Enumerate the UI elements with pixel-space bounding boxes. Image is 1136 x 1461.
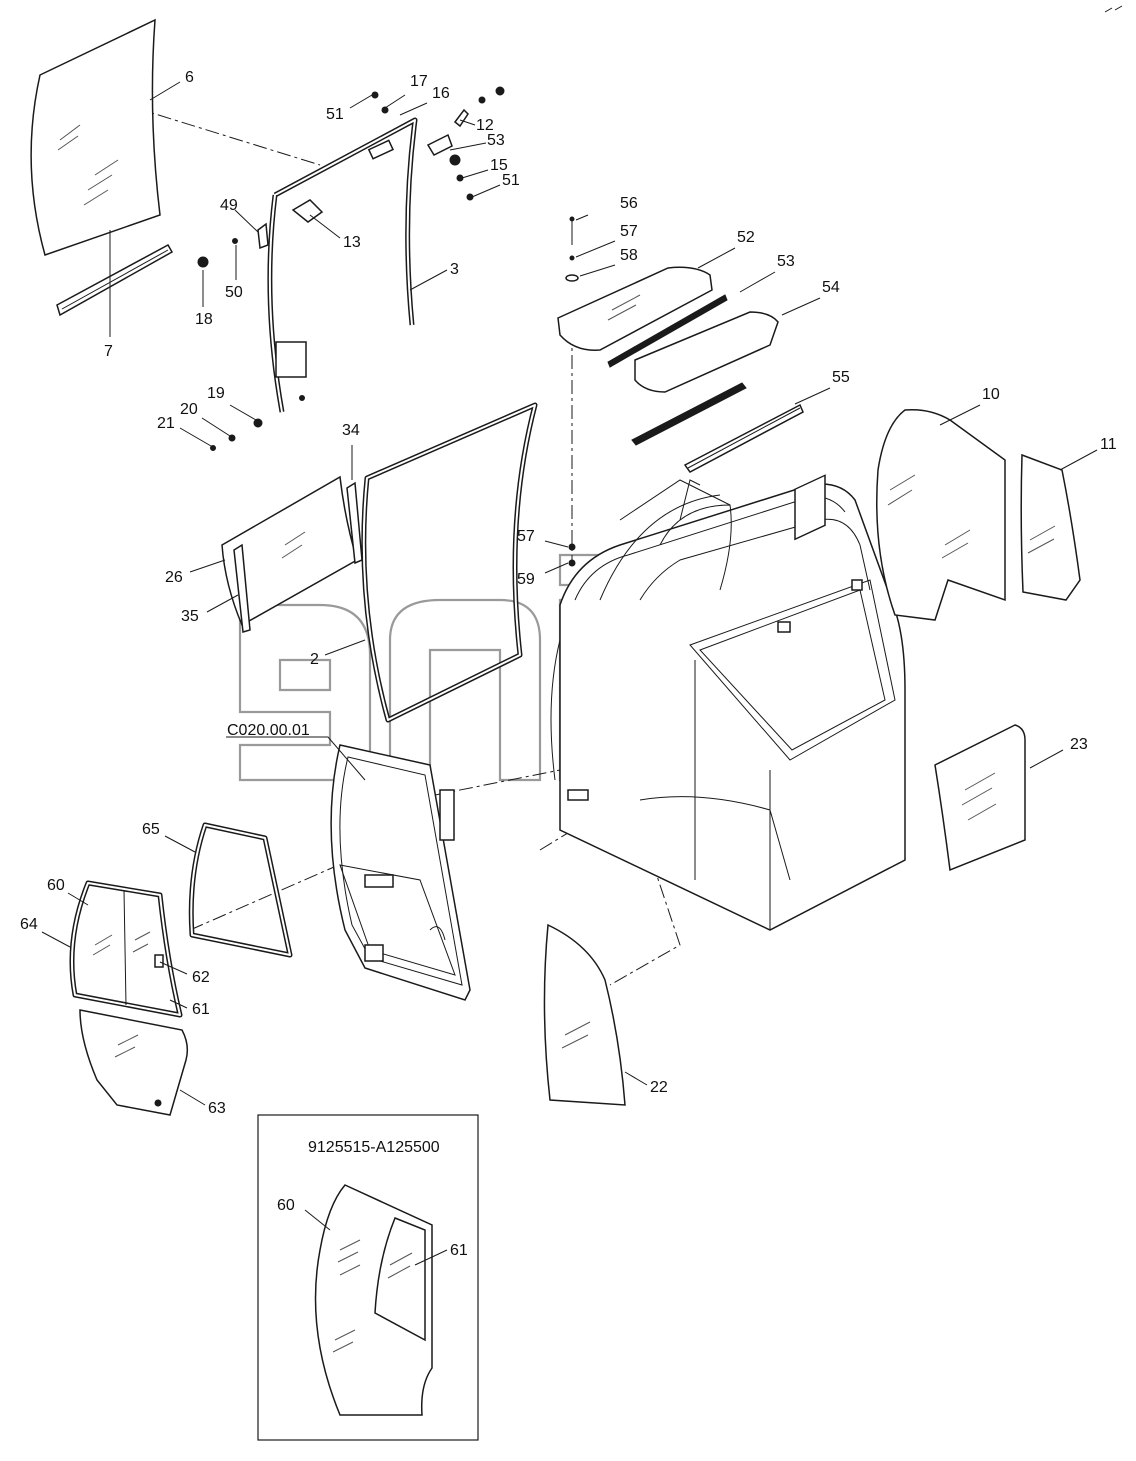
- part-63-lower-door-glass: [79, 1009, 189, 1116]
- label-part-49: 49: [220, 197, 238, 214]
- label-part-59: 59: [517, 571, 535, 588]
- part-23-rear-glass: [934, 724, 1026, 872]
- label-part-55: 55: [832, 369, 850, 386]
- label-part-21: 21: [157, 415, 175, 432]
- label-part-57-mid: 57: [517, 528, 535, 545]
- label-part-15: 15: [490, 157, 508, 174]
- part-53-roof-strip: [607, 294, 728, 368]
- hardware-left-bolts: [197, 238, 305, 451]
- label-part-51-top: 51: [326, 106, 344, 123]
- label-part-65: 65: [142, 821, 160, 838]
- label-part-22: 22: [650, 1079, 668, 1096]
- label-part-58: 58: [620, 247, 638, 264]
- label-part-61: 61: [192, 1001, 210, 1018]
- label-part-60: 60: [47, 877, 65, 894]
- label-part-17: 17: [410, 73, 428, 90]
- part-22-side-glass: [543, 923, 626, 1106]
- label-part-6: 6: [185, 69, 194, 86]
- part-3-front-frame: [257, 117, 418, 413]
- hardware-top-right: [371, 86, 505, 201]
- label-part-16: 16: [432, 85, 450, 102]
- label-part-57-top: 57: [620, 223, 638, 240]
- label-part-35: 35: [181, 608, 199, 625]
- label-part-51-right: 51: [502, 172, 520, 189]
- part-55-roof-seals: [631, 382, 804, 473]
- label-part-23: 23: [1070, 736, 1088, 753]
- door-frame-assembly: [330, 744, 471, 1001]
- inset-label-part-61: 61: [450, 1242, 468, 1259]
- part-10-side-glass: [876, 408, 1006, 621]
- label-part-20: 20: [180, 401, 198, 418]
- label-part-54: 54: [822, 279, 840, 296]
- label-part-3: 3: [450, 261, 459, 278]
- label-part-50: 50: [225, 284, 243, 301]
- roof-hardware-56-58: [565, 216, 579, 567]
- label-part-2: 2: [310, 651, 319, 668]
- label-part-52: 52: [737, 229, 755, 246]
- part-6-front-upper-glass: [30, 18, 161, 256]
- label-part-11: 11: [1100, 436, 1117, 453]
- inset-label-part-60: 60: [277, 1197, 295, 1214]
- label-part-63: 63: [208, 1100, 226, 1117]
- label-part-12: 12: [476, 117, 494, 134]
- label-part-13: 13: [343, 234, 361, 251]
- inset-serial-range: 9125515-A125500: [308, 1139, 440, 1156]
- leader-lines: [41, 81, 1098, 1106]
- part-52-roof-glass: [557, 266, 713, 351]
- label-part-53-top: 53: [487, 132, 505, 149]
- label-part-7: 7: [104, 343, 113, 360]
- label-part-18: 18: [195, 311, 213, 328]
- cab-body: [550, 474, 906, 931]
- part-11-small-glass: [1020, 453, 1081, 601]
- part-65-door-seal: [188, 822, 293, 958]
- inset-variant-panel: 9125515-A125500 60 61: [257, 1114, 479, 1441]
- label-part-26: 26: [165, 569, 183, 586]
- part-60-window-frame: [69, 880, 183, 1018]
- label-part-10: 10: [982, 386, 1000, 403]
- label-part-56: 56: [620, 195, 638, 212]
- part-34-rail: [346, 481, 363, 565]
- part-labels: 6 7 17 16 51 12 53 15 51 49 13 3 50 18 1…: [20, 69, 1117, 1117]
- part-7-seal-strip: [56, 243, 174, 317]
- label-part-34: 34: [342, 422, 360, 439]
- part-54-roof-shade: [634, 311, 779, 393]
- part-2-door-seal: [361, 402, 538, 723]
- label-reference-code: C020.00.01: [227, 722, 310, 739]
- label-part-19: 19: [207, 385, 225, 402]
- label-part-53: 53: [777, 253, 795, 270]
- corner-mark: [1104, 5, 1123, 13]
- label-part-64: 64: [20, 916, 38, 933]
- label-part-62: 62: [192, 969, 210, 986]
- part-35-rail: [233, 543, 251, 633]
